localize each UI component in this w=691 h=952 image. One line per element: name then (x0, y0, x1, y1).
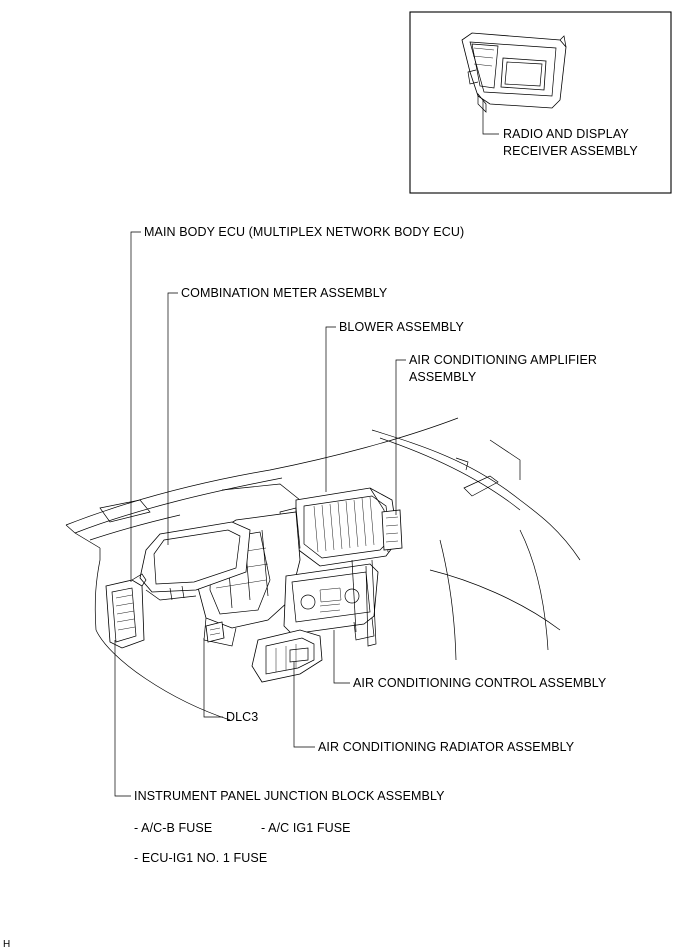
inset-label-line1: RADIO AND DISPLAY (503, 127, 629, 141)
ac-amplifier-label-line1: AIR CONDITIONING AMPLIFIER (409, 353, 598, 367)
ac-control-label: AIR CONDITIONING CONTROL ASSEMBLY (353, 676, 607, 690)
combination-meter-label: COMBINATION METER ASSEMBLY (181, 286, 388, 300)
fuse-ecu-ig1-no1: - ECU-IG1 NO. 1 FUSE (134, 851, 268, 865)
leader-radio (482, 100, 499, 135)
fuse-a-c-b: - A/C-B FUSE (134, 821, 213, 835)
main-body-ecu-label: MAIN BODY ECU (MULTIPLEX NETWORK BODY EC… (144, 225, 465, 239)
leader-ac-control (333, 630, 350, 684)
dlc3-drawing (205, 621, 225, 643)
leader-dlc3 (203, 638, 223, 718)
corner-mark: H (3, 939, 11, 950)
radio-display-receiver-drawing (461, 32, 567, 113)
dlc3-label: DLC3 (226, 710, 259, 724)
ac-amplifier-label-line2: ASSEMBLY (409, 370, 477, 384)
ac-amplifier-drawing (381, 509, 403, 551)
blower-label: BLOWER ASSEMBLY (339, 320, 464, 334)
inset-label-line2: RECEIVER ASSEMBLY (503, 144, 638, 158)
ac-control-drawing (283, 563, 379, 641)
leader-ac-radiator (293, 662, 315, 748)
ac-radiator-drawing (251, 629, 323, 683)
leader-blower (325, 326, 336, 492)
inset-frame (409, 11, 672, 194)
junction-block-label: INSTRUMENT PANEL JUNCTION BLOCK ASSEMBLY (134, 789, 445, 803)
fuse-a-c-ig1: - A/C IG1 FUSE (261, 821, 351, 835)
leader-main-body-ecu (130, 231, 141, 582)
ac-radiator-label: AIR CONDITIONING RADIATOR ASSEMBLY (318, 740, 575, 754)
leader-junction-block (114, 640, 131, 797)
junction-block-drawing (105, 573, 147, 649)
leader-combination-meter (167, 292, 178, 545)
dashboard-outline (65, 417, 581, 721)
leader-ac-amplifier (395, 359, 406, 515)
